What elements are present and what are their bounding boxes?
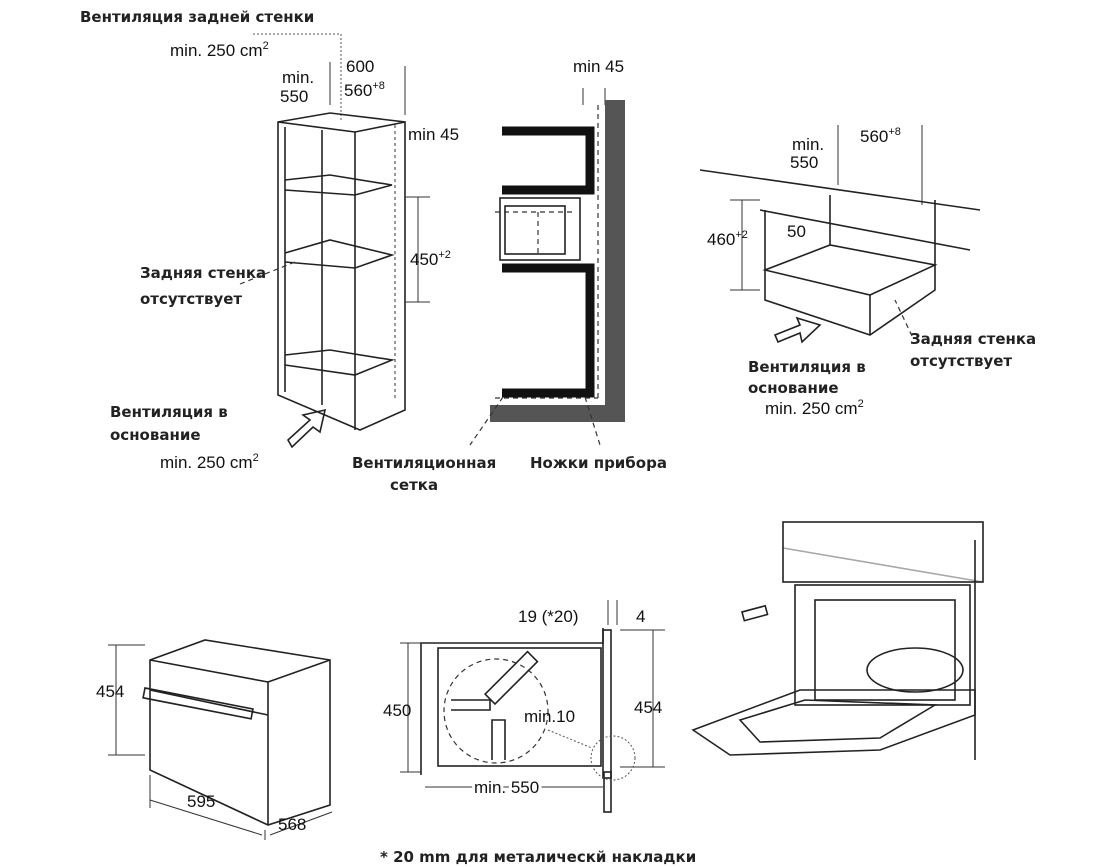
niche-offset: 19 (*20) [518,607,578,626]
base-vent-label-2: основание [110,426,201,444]
uc-dim-460: 460+2 [707,229,748,249]
rear-vent-area: min. 250 cm2 [170,40,269,60]
uc-dim-560: 560+8 [860,126,901,146]
base-vent-label: Вентиляция в [110,403,228,421]
niche-gap4: 4 [636,607,645,626]
dim-min45: min 45 [408,125,459,144]
uc-min-label: min. [792,135,824,154]
uc-base-vent-label-2: основание [748,379,839,397]
rear-vent-title: Вентиляция задней стенки [80,8,314,26]
appliance-width: 595 [187,792,215,811]
dim-min-label: min. [282,68,314,87]
uc-no-back-wall-label: Задняя стенка [910,330,1036,348]
niche-height-454: 454 [634,698,662,717]
appliance-height: 454 [96,682,124,701]
feet-label: Ножки прибора [530,454,667,472]
no-back-wall-label-2: отсутствует [140,290,242,308]
niche-section-drawing: 19 (*20) 4 450 454 min.10 min. 550 [383,600,665,813]
dim-550: 550 [280,87,308,106]
uc-dim-550: 550 [790,153,818,172]
uc-airflow-arrow-icon [773,316,822,344]
appliance-drawing: 454 595 568 [96,639,333,840]
under-counter-drawing: min. 550 560+8 460+2 50 Задняя стенка от… [699,125,1036,418]
dim-560: 560+8 [344,80,385,100]
no-back-wall-label: Задняя стенка [140,264,266,282]
uc-base-vent-area: min. 250 cm2 [765,398,864,418]
base-vent-area: min. 250 cm2 [160,452,259,472]
airflow-section-drawing: min 45 Вентиляционная сетка Ножки прибор… [352,57,667,494]
vent-grid-label-2: сетка [390,476,438,494]
dim-600: 600 [346,57,374,76]
tall-cabinet-drawing: Вентиляция задней стенки min. 250 cm2 60… [80,8,459,472]
footnote: * 20 mm для металическй накладки [380,848,696,866]
uc-no-back-wall-label-2: отсутствует [910,352,1012,370]
niche-min10: min.10 [524,707,575,726]
airflow-arrow-icon [286,408,327,449]
niche-depth: min. 550 [474,778,539,797]
uc-dim-50: 50 [787,222,806,241]
vent-grid-label: Вентиляционная [352,454,496,472]
uc-base-vent-label: Вентиляция в [748,358,866,376]
niche-height-450: 450 [383,701,411,720]
installed-oven-drawing [691,521,984,760]
appliance-depth: 568 [278,815,306,834]
dim-450: 450+2 [410,249,451,269]
dim-min45-section: min 45 [573,57,624,76]
